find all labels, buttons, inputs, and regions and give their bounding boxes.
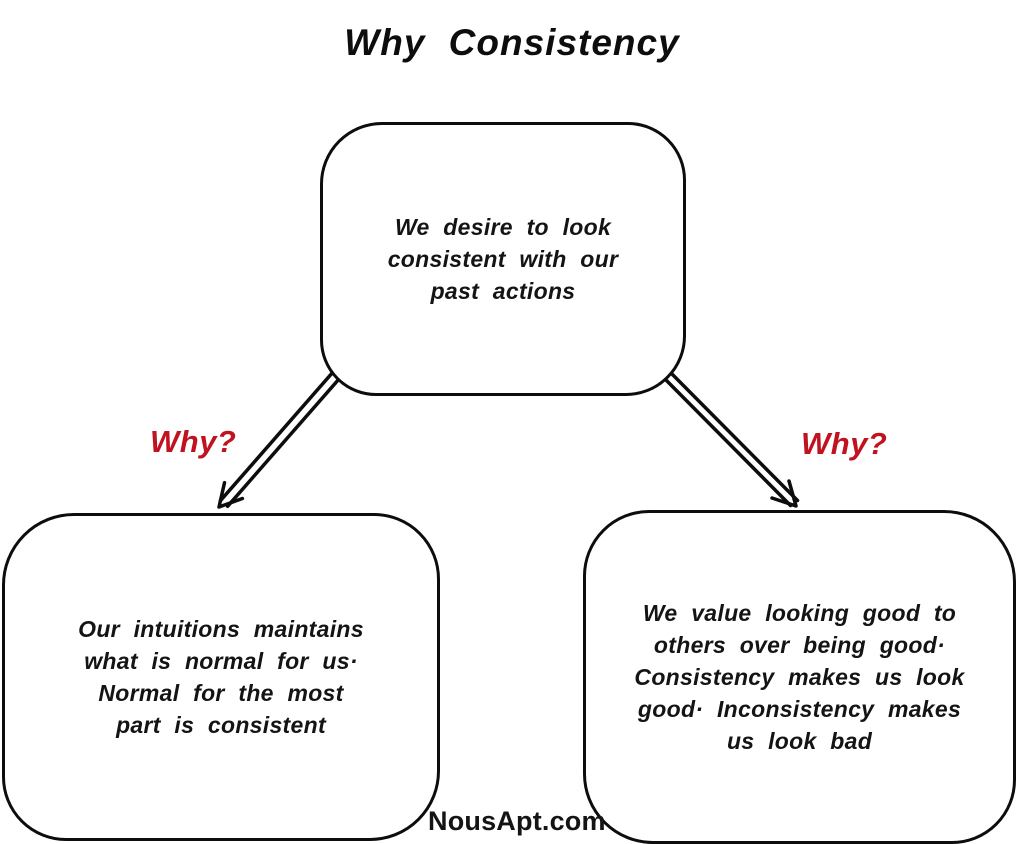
node-left-text: Our intuitions maintains what is normal … (78, 616, 364, 738)
diagram-title: Why Consistency (344, 22, 680, 63)
left-arrow (217, 370, 342, 509)
edge-label-why-left: Why? (150, 424, 237, 459)
node-right-text: We value looking good to others over bei… (634, 600, 965, 754)
watermark-nousapt: NousApt.com (428, 806, 606, 836)
left-arrowhead (217, 480, 245, 509)
node-left-intuitions: Our intuitions maintains what is normal … (2, 513, 440, 841)
right-arrow (662, 371, 800, 508)
node-right-looking-good: We value looking good to others over bei… (583, 510, 1016, 844)
right-arrowhead (770, 479, 798, 508)
edge-label-why-right: Why? (801, 426, 888, 461)
node-top-desire-consistency: We desire to look consistent with our pa… (320, 122, 686, 396)
node-top-text: We desire to look consistent with our pa… (387, 214, 619, 304)
